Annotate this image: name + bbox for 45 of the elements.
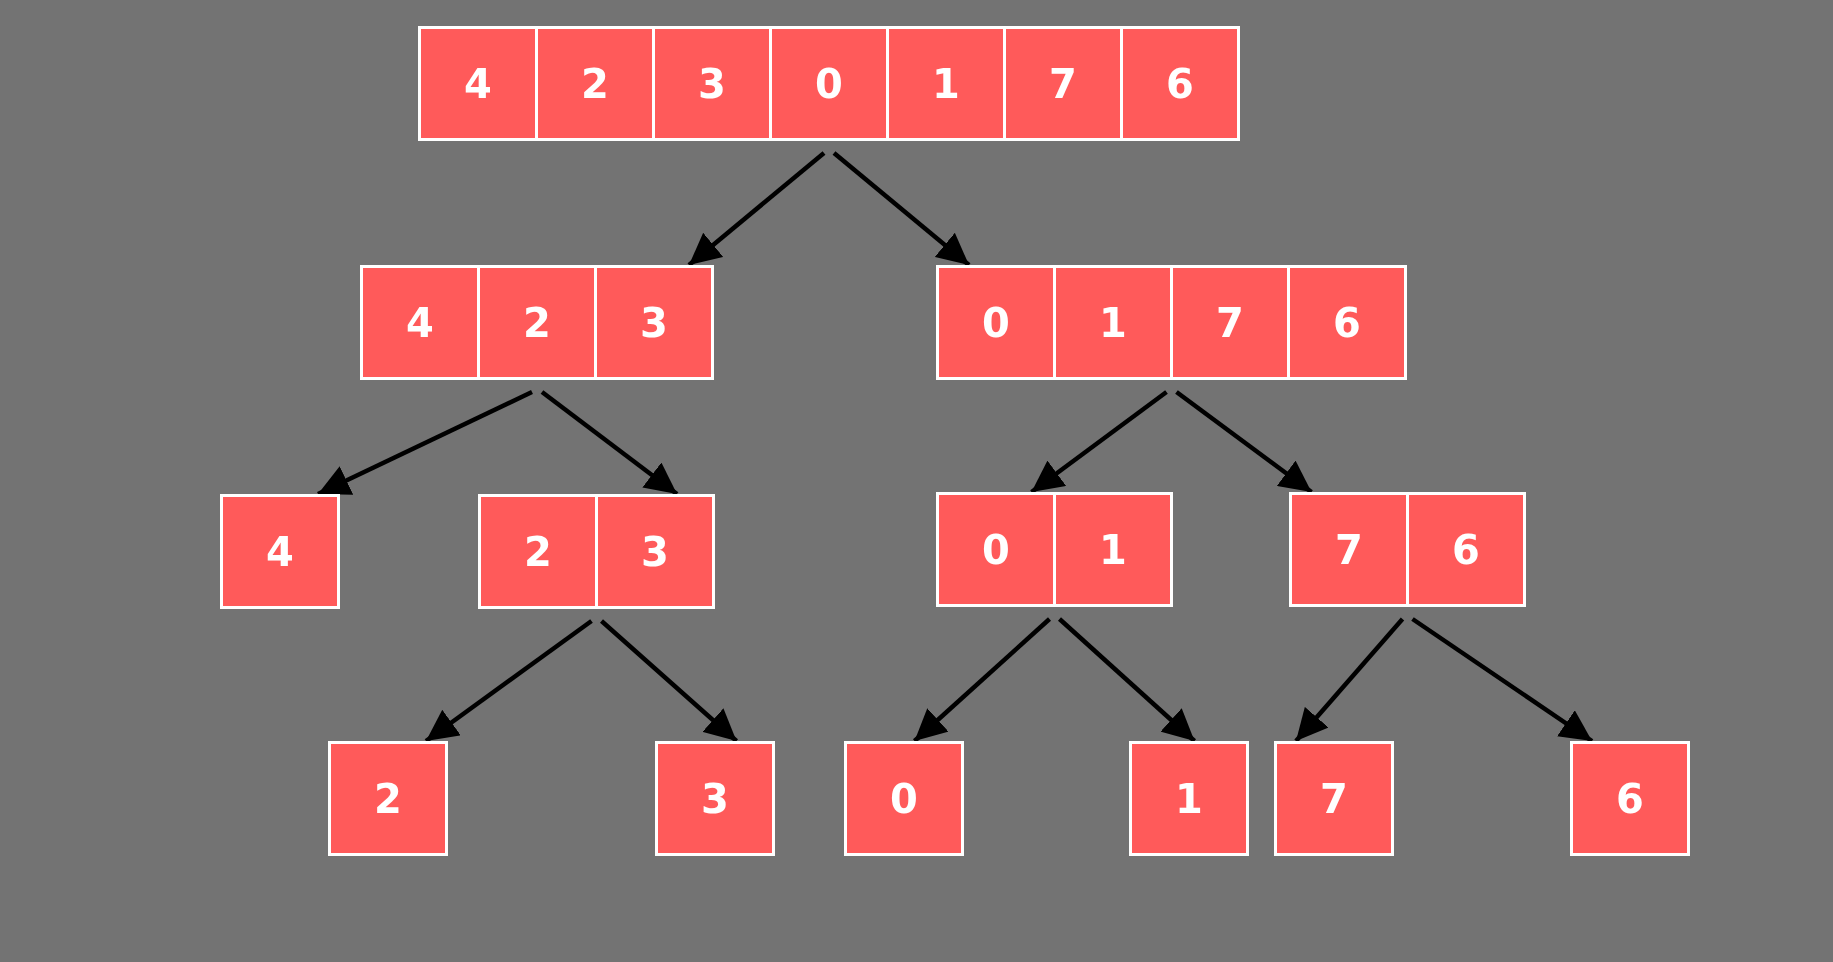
arrow: [424, 619, 593, 743]
array-element: 2: [480, 268, 594, 377]
array-element: 1: [1056, 268, 1170, 377]
arrow: [1058, 617, 1196, 743]
array-element: 6: [1290, 268, 1404, 377]
arrow: [317, 389, 533, 497]
array-element: 0: [939, 268, 1053, 377]
array-box: [936, 492, 1173, 607]
arrow: [600, 619, 738, 743]
array-element: 3: [597, 268, 711, 377]
array-element: 2: [481, 497, 595, 606]
array-element: 1: [1056, 495, 1170, 604]
array-element: 0: [772, 29, 886, 138]
array-box: [360, 265, 714, 380]
array-element: 2: [331, 744, 445, 853]
array-element: 6: [1123, 29, 1237, 138]
array-element: 7: [1006, 29, 1120, 138]
array-element: 4: [223, 497, 337, 606]
array-element: 1: [889, 29, 1003, 138]
array-element: 0: [847, 744, 961, 853]
array-box: [478, 494, 715, 609]
array-element: 2: [538, 29, 652, 138]
array-element: 6: [1409, 495, 1523, 604]
arrow: [1411, 617, 1594, 743]
arrow: [540, 390, 679, 496]
array-element: 0: [939, 495, 1053, 604]
arrow: [913, 617, 1051, 743]
array-element: 4: [363, 268, 477, 377]
arrow: [832, 151, 971, 267]
array-element: 7: [1173, 268, 1287, 377]
array-element: 4: [421, 29, 535, 138]
array-box: [1289, 492, 1526, 607]
array-element: 3: [598, 497, 712, 606]
arrow: [1175, 390, 1313, 494]
array-element: 7: [1277, 744, 1391, 853]
arrow: [687, 151, 826, 267]
array-element: 3: [655, 29, 769, 138]
arrow: [1294, 617, 1405, 743]
array-element: 6: [1573, 744, 1687, 853]
array-element: 7: [1292, 495, 1406, 604]
array-element: 3: [658, 744, 772, 853]
array-box: [418, 26, 1240, 141]
arrow: [1030, 390, 1168, 494]
array-box: [936, 265, 1407, 380]
array-element: 1: [1132, 744, 1246, 853]
